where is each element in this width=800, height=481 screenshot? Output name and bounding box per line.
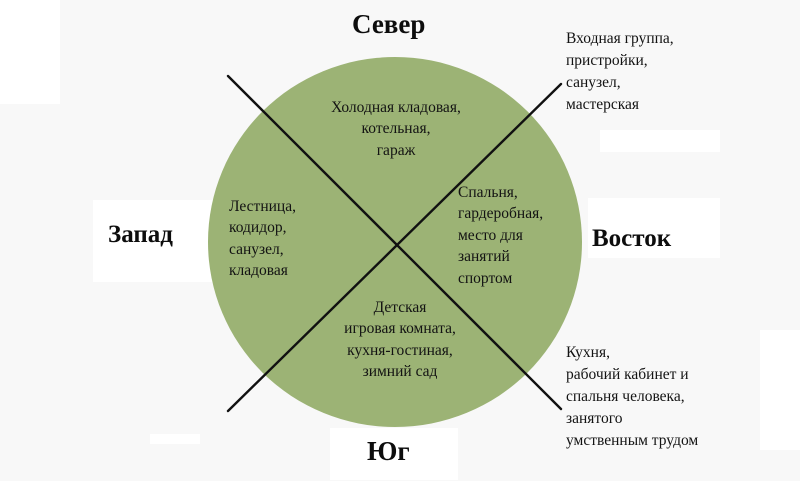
cardinal-label-south: Юг bbox=[367, 436, 410, 466]
background-artifact-top-left bbox=[0, 0, 60, 104]
quadrant-text-west: Лестница, кодидор, санузел, кладовая bbox=[229, 198, 296, 280]
background-artifact-west-label bbox=[93, 200, 218, 282]
cardinal-label-east: Восток bbox=[592, 225, 672, 252]
callout-northeast: Входная группа, пристройки, санузел, мас… bbox=[566, 30, 674, 113]
cardinal-label-west: Запад bbox=[108, 221, 173, 248]
background-artifact-bottom-left bbox=[150, 434, 200, 444]
background-artifact-east-label bbox=[588, 198, 720, 258]
background-artifact-south-label bbox=[330, 428, 458, 480]
quadrant-text-south: Детская игровая комната, кухня-гостиная,… bbox=[344, 299, 456, 381]
quadrant-text-north: Холодная кладовая, котельная, гараж bbox=[331, 99, 461, 159]
callout-southeast: Кухня, рабочий кабинет и спальня человек… bbox=[566, 344, 699, 449]
cardinal-label-north: Север bbox=[352, 9, 426, 39]
background-artifact-right bbox=[760, 330, 800, 450]
quadrant-text-east: Спальня, гардеробная, место для занятий … bbox=[458, 184, 544, 287]
background-artifact-east-upper bbox=[600, 130, 720, 152]
